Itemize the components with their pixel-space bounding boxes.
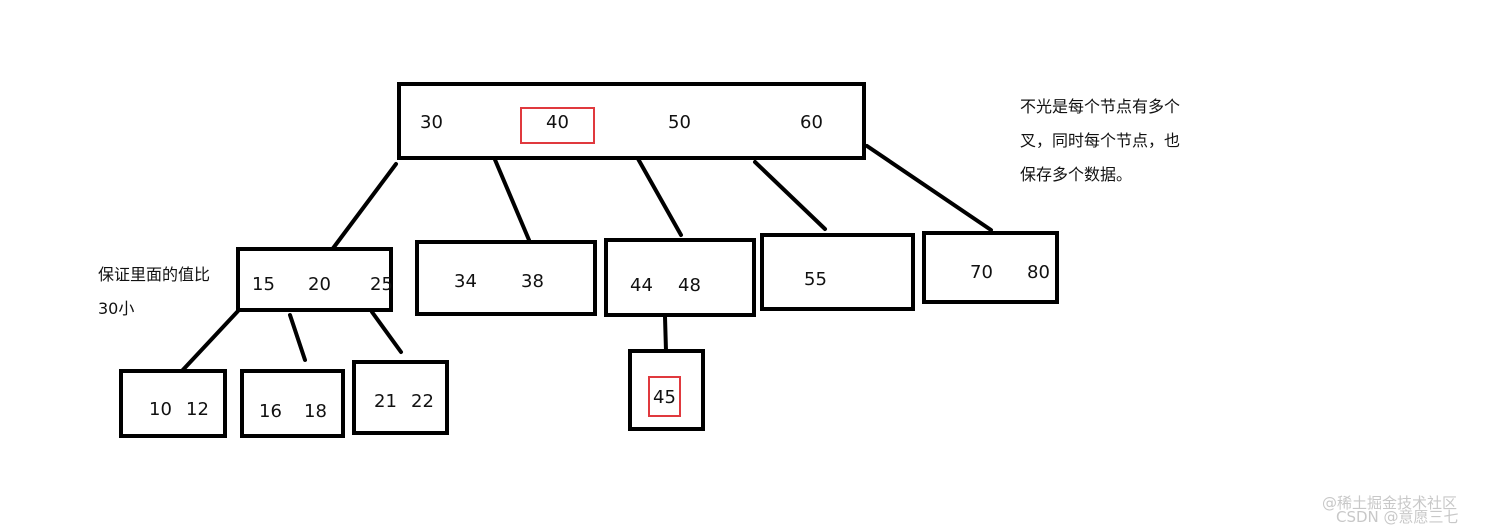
key-21: 21 [374,391,397,412]
note-left-line2: 30小 [98,299,135,318]
node-34-38: 34 38 [415,240,597,316]
key-12: 12 [186,399,209,420]
note-right-line2: 叉，同时每个节点，也 [1020,131,1181,150]
root-key-50: 50 [668,112,691,133]
key-34: 34 [454,271,477,292]
note-left-line1: 保证里面的值比 [98,265,211,284]
edge-root-to-node-44-48 [635,155,683,237]
edge-node-15-20-25-to-node-21-22 [370,310,403,354]
edge-root-to-node-15-20-25 [329,162,398,253]
edge-node-44-48-to-node-45 [663,315,668,353]
key-80: 80 [1027,262,1050,283]
key-18: 18 [304,401,327,422]
watermark-line2: CSDN @意愿三七 [1336,508,1459,526]
node-45: 45 [628,349,705,431]
highlight-box-40 [520,107,595,144]
key-20: 20 [308,274,331,295]
root-key-30: 30 [420,112,443,133]
node-55: 55 [760,233,915,311]
note-right-line3: 保存多个数据。 [1020,165,1133,184]
key-25: 25 [370,274,393,295]
note-right: 不光是每个节点有多个 叉，同时每个节点，也 保存多个数据。 [1020,90,1180,192]
edge-node-15-20-25-to-node-10-12 [178,309,240,375]
key-16: 16 [259,401,282,422]
node-44-48: 44 48 [604,238,756,317]
key-38: 38 [521,271,544,292]
note-right-line1: 不光是每个节点有多个 [1020,97,1181,116]
key-44: 44 [630,275,653,296]
highlight-box-45 [648,376,681,417]
root-key-60: 60 [800,112,823,133]
node-21-22: 21 22 [352,360,449,435]
root-key-40: 40 [546,112,569,133]
watermark-line1: @稀土掘金技术社区 [1322,494,1458,512]
note-left: 保证里面的值比 30小 [98,258,210,326]
key-15: 15 [252,274,275,295]
node-10-12: 10 12 [119,369,227,438]
edge-root-to-node-55 [753,160,827,231]
key-45: 45 [653,387,676,408]
root-node: 30 40 50 60 [397,82,866,160]
key-55: 55 [804,269,827,290]
key-48: 48 [678,275,701,296]
edge-root-to-node-70-80 [865,144,993,232]
key-22: 22 [411,391,434,412]
edge-node-15-20-25-to-node-16-18 [288,313,307,362]
edge-root-to-node-34-38 [491,153,531,242]
node-16-18: 16 18 [240,369,345,438]
node-70-80: 70 80 [922,231,1059,304]
key-70: 70 [970,262,993,283]
node-15-20-25: 15 20 25 [236,247,393,312]
key-10: 10 [149,399,172,420]
